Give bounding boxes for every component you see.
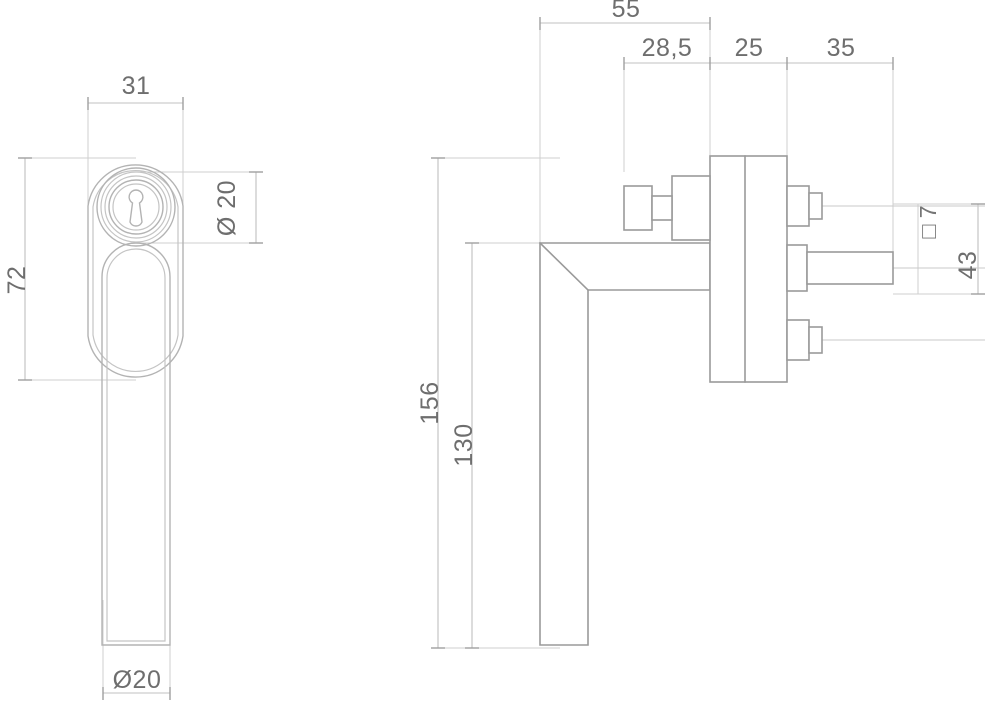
bolt-top-shank	[808, 192, 823, 220]
side-dim-43-lines	[893, 203, 985, 295]
bolt-bottom-shank	[808, 326, 823, 354]
dim-label-square-7: □ 7	[915, 205, 941, 238]
front-view-group	[18, 97, 263, 700]
dim-label-130: 130	[450, 423, 478, 466]
dim-label-55: 55	[612, 0, 641, 23]
dim-label-dia20-handle: Ø20	[113, 666, 162, 694]
spindle-bar	[806, 251, 894, 285]
dim-label-25: 25	[735, 34, 764, 62]
key-cylinder-ring-2	[100, 171, 172, 243]
key-cylinder-ring-3	[104, 175, 168, 239]
front-dim-72-lines	[18, 157, 136, 381]
front-lever-inner-outline	[106, 248, 166, 642]
side-rosette-plate	[709, 155, 788, 383]
side-stud-shaft	[651, 195, 673, 221]
dim-label-72: 72	[3, 266, 31, 295]
key-cylinder-ring-inner	[112, 183, 160, 231]
front-rosette-outline	[87, 164, 184, 378]
spindle-base	[786, 244, 808, 292]
key-cylinder-ring-outer	[96, 167, 176, 247]
keyhole-shape	[128, 189, 144, 227]
dim-label-dia20-rosette: Ø 20	[213, 180, 241, 236]
bolt-top-group	[786, 185, 823, 227]
side-lever-chamfer	[538, 241, 590, 292]
front-lever-outline	[101, 242, 171, 646]
dim-label-28-5: 28,5	[642, 34, 693, 62]
dim-label-156: 156	[416, 381, 444, 424]
side-stud-head	[623, 185, 653, 231]
dim-label-43: 43	[954, 251, 982, 280]
bolt-top-head	[786, 185, 810, 227]
side-view-group	[431, 17, 985, 649]
dim-label-35: 35	[827, 34, 856, 62]
front-rosette-inner-outline	[92, 170, 179, 372]
bolt-bottom-group	[786, 319, 823, 361]
side-lever-profile	[539, 242, 711, 646]
side-dim-chain-lines	[623, 57, 894, 265]
dim-label-31: 31	[122, 72, 151, 100]
square-spindle-group	[786, 244, 894, 292]
side-neck-collar	[671, 175, 711, 241]
key-cylinder-ring-4	[108, 179, 164, 235]
bolt-bottom-head	[786, 319, 810, 361]
front-key-cylinder-group	[96, 167, 176, 247]
